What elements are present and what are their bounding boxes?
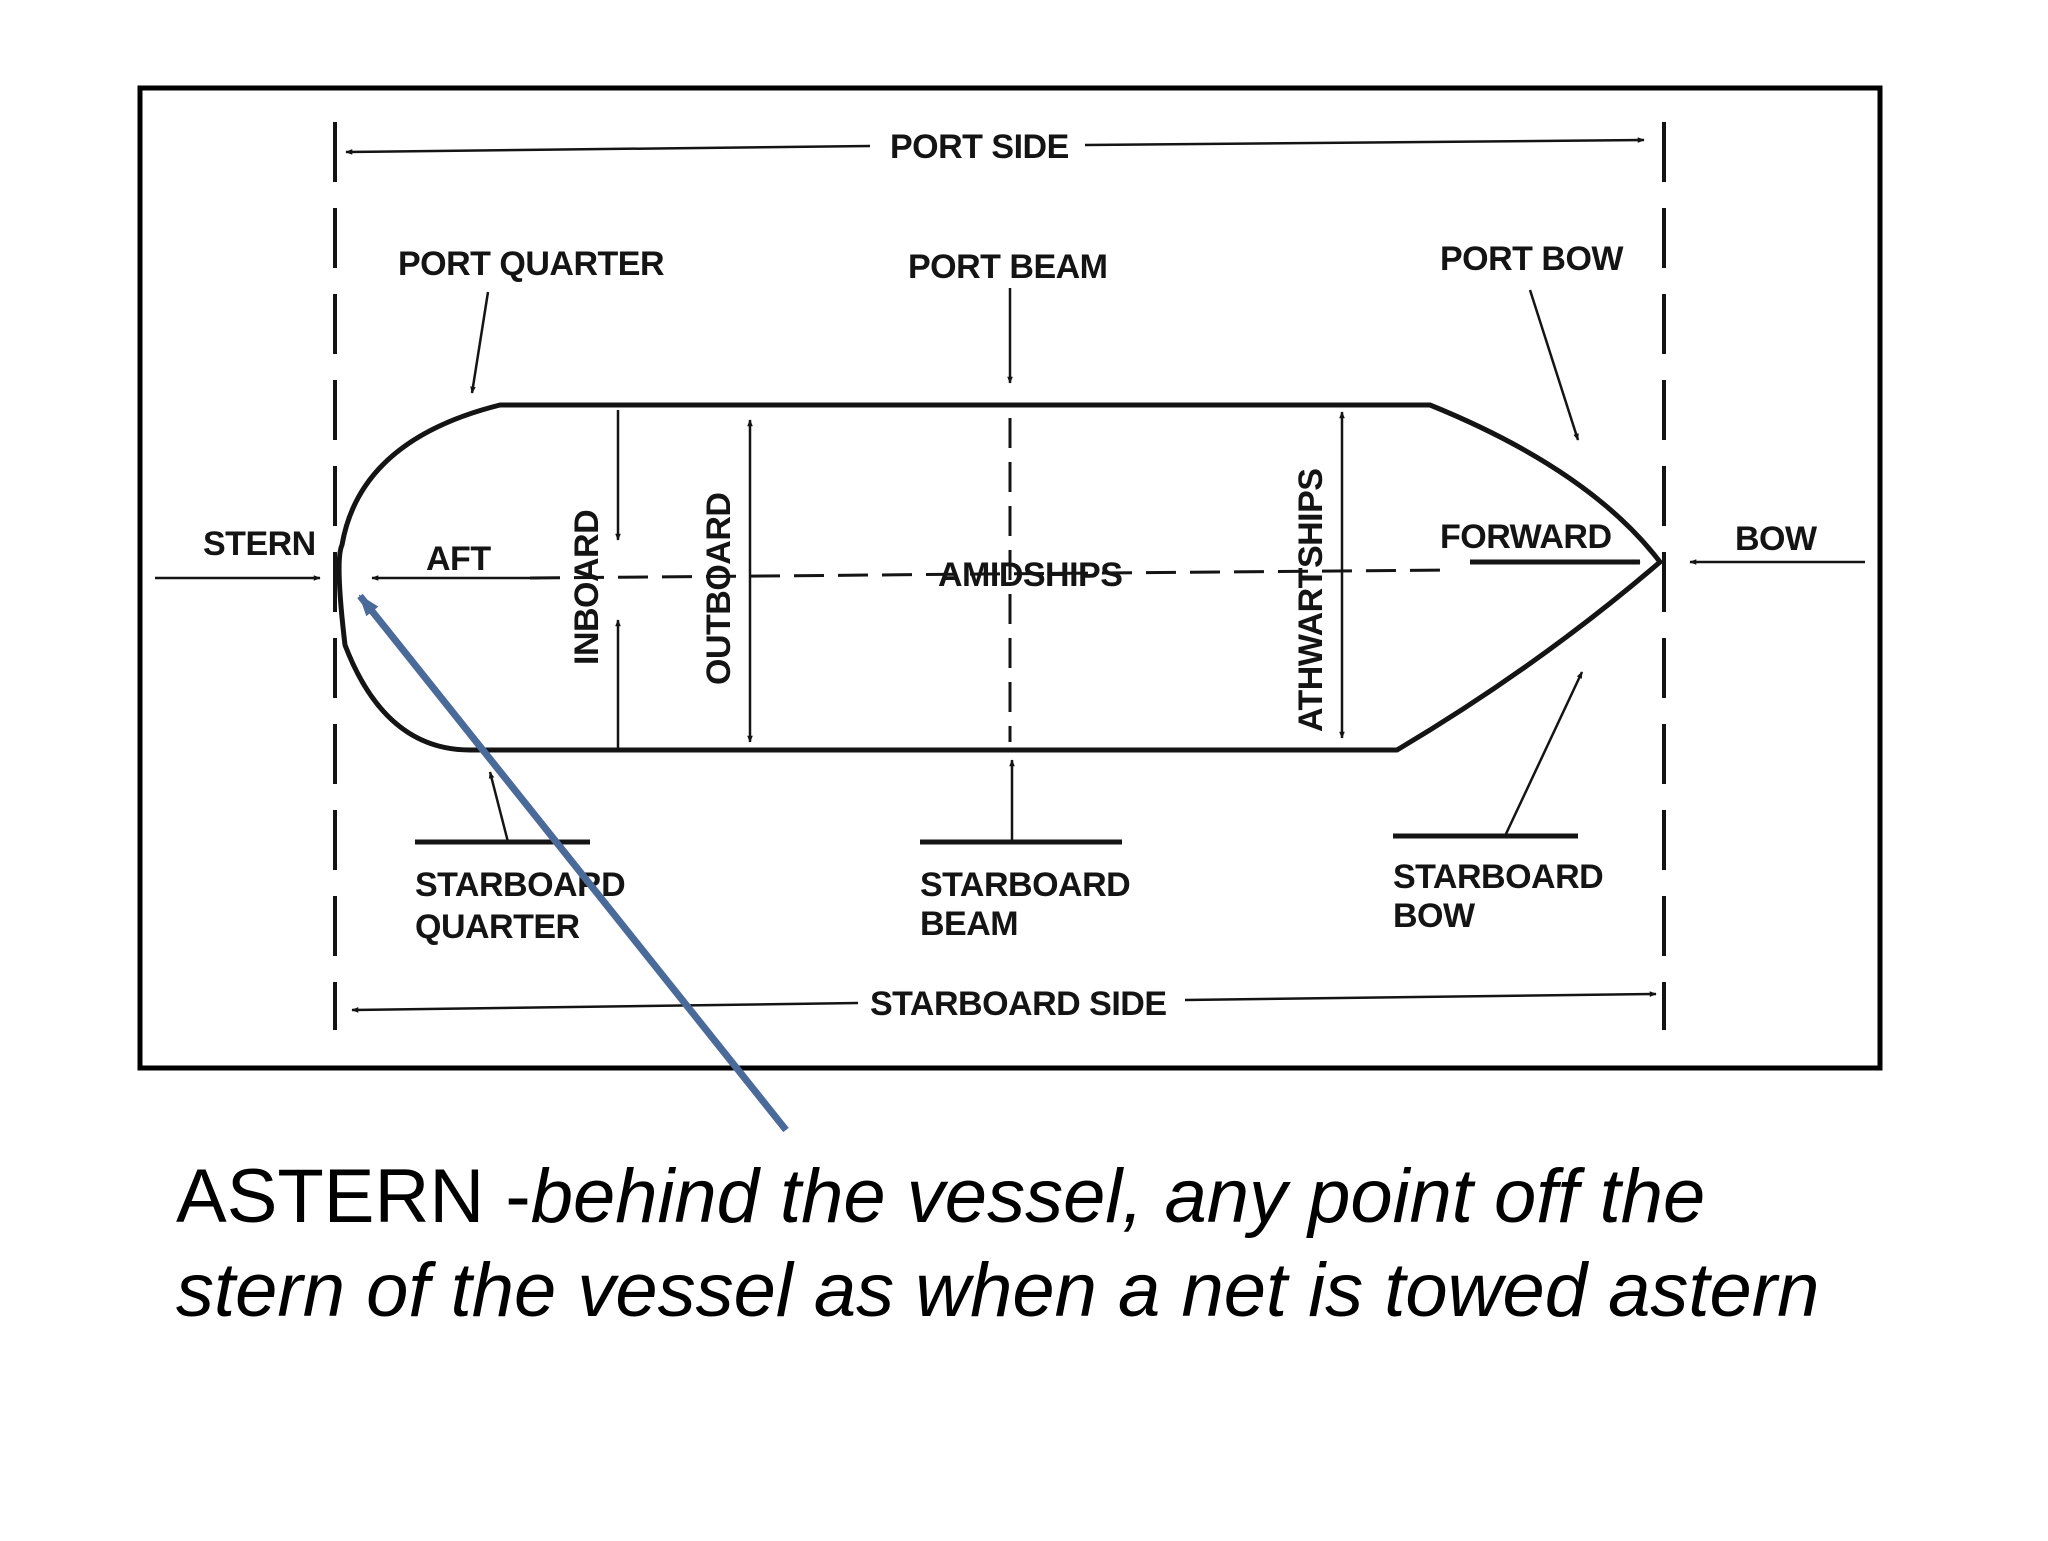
aft-label: AFT xyxy=(426,540,491,578)
port-side-arrow xyxy=(345,137,1645,155)
bow-label: BOW xyxy=(1735,520,1818,558)
port-bow-label: PORT BOW xyxy=(1440,240,1624,278)
astern-definition-caption: ASTERN -behind the vessel, any point off… xyxy=(176,1150,1876,1338)
athwartships-label: ATHWARTSHIPS xyxy=(1292,469,1330,732)
inboard-label: INBOARD xyxy=(568,510,606,665)
port-beam-label: PORT BEAM xyxy=(908,248,1108,286)
starboard-quarter-arrow xyxy=(488,771,510,843)
starboard-side-arrow xyxy=(351,991,1657,1013)
port-bow-arrow xyxy=(1528,289,1580,441)
stern-label: STERN xyxy=(203,525,316,563)
caption-definition: behind the vessel, any point off the ste… xyxy=(176,1154,1820,1333)
starboard-quarter-label-line2: QUARTER xyxy=(415,908,580,946)
starboard-bow-label-line2: BOW xyxy=(1393,897,1476,935)
starboard-bow-label-line1: STARBOARD xyxy=(1393,858,1603,896)
starboard-side-label: STARBOARD SIDE xyxy=(870,985,1167,1023)
astern-pointer-arrow xyxy=(357,593,789,1133)
caption-term: ASTERN - xyxy=(176,1154,531,1239)
starboard-beam-label-line1: STARBOARD xyxy=(920,866,1130,904)
amidships-label: AMIDSHIPS xyxy=(938,556,1122,594)
port-side-label: PORT SIDE xyxy=(890,128,1069,166)
hull-outline xyxy=(336,402,1663,753)
boundary-lines xyxy=(333,122,1666,1030)
diagram-frame xyxy=(137,85,1883,1071)
port-quarter-arrow xyxy=(470,291,490,394)
starboard-bow-arrow xyxy=(1503,671,1584,837)
forward-label: FORWARD xyxy=(1440,518,1612,556)
port-quarter-label: PORT QUARTER xyxy=(398,245,664,283)
outboard-label: OUTBOARD xyxy=(700,493,738,685)
starboard-beam-label-line2: BEAM xyxy=(920,905,1018,943)
centerline xyxy=(529,568,1451,580)
